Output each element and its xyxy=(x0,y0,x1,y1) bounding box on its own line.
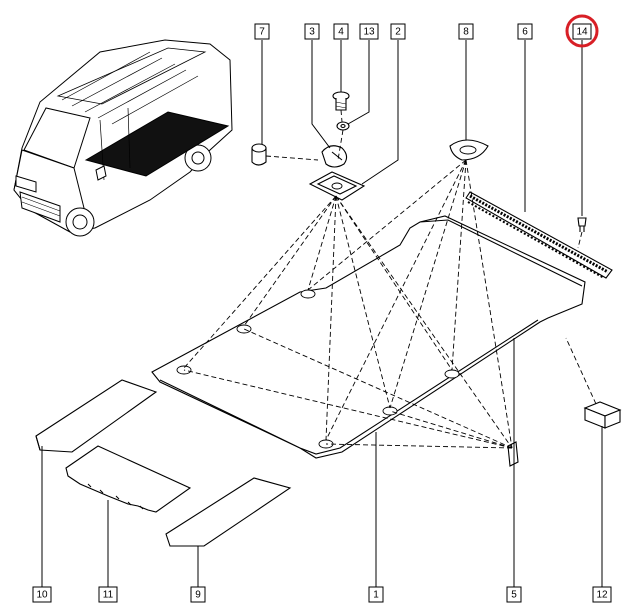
label-9-text: 9 xyxy=(195,590,201,601)
part-7-plug xyxy=(251,143,267,166)
label-7: 7 xyxy=(254,23,270,40)
floor-hole xyxy=(300,289,316,299)
label-13: 13 xyxy=(359,23,379,40)
label-3-text: 3 xyxy=(309,27,315,38)
label-11-text: 11 xyxy=(103,590,114,601)
label-3: 3 xyxy=(304,23,320,40)
highlight-circle xyxy=(565,14,599,48)
label-1-text: 1 xyxy=(373,590,379,601)
label-5: 5 xyxy=(506,586,522,603)
label-6-text: 6 xyxy=(522,27,528,38)
label-12-text: 12 xyxy=(596,590,608,601)
part-12-block xyxy=(583,401,622,429)
floor-panel xyxy=(151,215,586,459)
floor-hole xyxy=(444,369,460,379)
label-14-text: 14 xyxy=(576,27,588,38)
label-2: 2 xyxy=(390,23,406,40)
floor-hole xyxy=(236,324,252,334)
part-3-clip xyxy=(321,145,348,168)
label-10-text: 10 xyxy=(36,590,48,601)
part-11-panel xyxy=(65,445,192,513)
floor-hole xyxy=(382,406,398,416)
label-8: 8 xyxy=(458,23,474,40)
part-6-strip xyxy=(465,191,613,279)
label-1: 1 xyxy=(368,586,384,603)
label-12: 12 xyxy=(592,586,612,603)
label-7-text: 7 xyxy=(259,27,265,38)
part-14-clip xyxy=(577,217,587,232)
label-4: 4 xyxy=(333,23,349,40)
label-9: 9 xyxy=(190,586,206,603)
part-4-screw xyxy=(332,91,350,111)
label-2-text: 2 xyxy=(395,27,401,38)
part-10-panel xyxy=(35,379,158,453)
label-5-text: 5 xyxy=(511,590,517,601)
label-13-text: 13 xyxy=(363,27,375,38)
part-2-tray xyxy=(308,171,366,201)
label-11: 11 xyxy=(98,586,118,603)
part-13-washer xyxy=(336,121,350,131)
label-6: 6 xyxy=(517,23,533,40)
part-8-cap xyxy=(449,139,489,161)
part-9-panel xyxy=(165,477,292,547)
van-illustration xyxy=(13,39,233,237)
label-10: 10 xyxy=(32,586,52,603)
part-5-wedge xyxy=(507,441,519,467)
leader-lines xyxy=(41,40,603,588)
assembly-dashed-lines xyxy=(183,109,597,449)
label-4-text: 4 xyxy=(338,27,344,38)
label-14: 14 xyxy=(565,14,599,48)
label-8-text: 8 xyxy=(463,27,469,38)
